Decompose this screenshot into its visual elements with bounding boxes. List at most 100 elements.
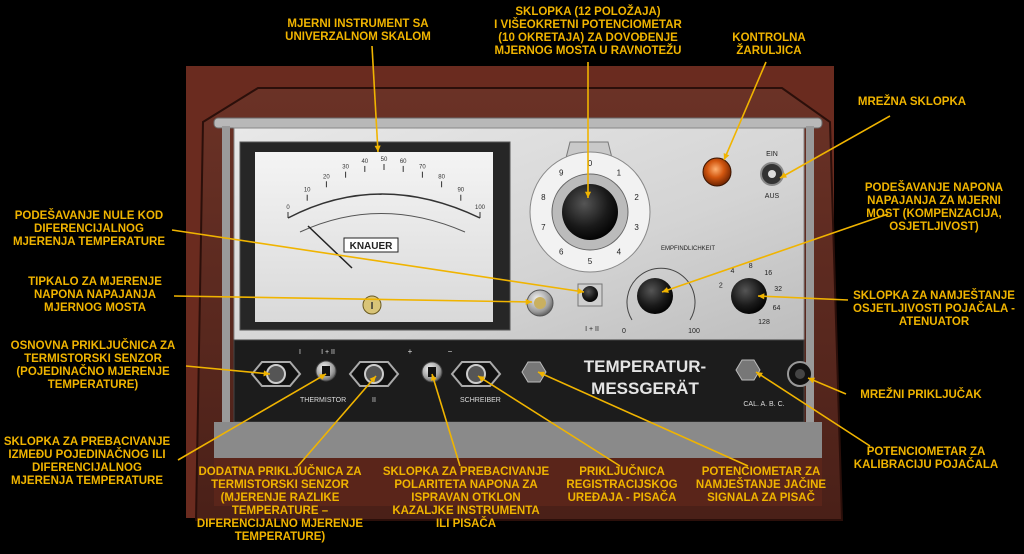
left-rail	[222, 126, 230, 506]
switch-off-label: AUS	[765, 193, 780, 200]
top-rail	[213, 117, 823, 129]
arrow-polarity-switch	[431, 373, 461, 467]
knauer-logo	[343, 237, 399, 253]
dial-number: 6	[559, 248, 564, 257]
ii-label: II	[372, 397, 376, 404]
dial-numbers: 0 1 2 3 4 5 6 7 8 9	[541, 159, 639, 266]
meter-tick-label: 10	[304, 188, 311, 194]
zero-adjust-knob[interactable]	[582, 286, 598, 302]
arrowhead-attenuator	[758, 293, 765, 300]
dial-number: 5	[588, 257, 593, 266]
dial-number: 8	[541, 193, 546, 202]
mains-switch-toggle	[768, 170, 776, 178]
arrowhead-polarity-switch	[430, 374, 437, 381]
mains-socket[interactable]	[787, 361, 813, 387]
dial-number: 3	[634, 223, 639, 232]
dial-number: 1	[617, 168, 622, 177]
dial-number: 0	[588, 159, 593, 168]
knauer-logo-text: KNAUER	[350, 241, 394, 252]
dial-number: 2	[634, 193, 639, 202]
sensitivity-min: 0	[622, 328, 626, 335]
switch-on-label: EIN	[766, 151, 778, 158]
meter-inner-arc	[299, 213, 466, 233]
main-sensor-socket[interactable]	[250, 361, 302, 387]
annotation-mains-switch: MREŽNA SKLOPKA	[857, 96, 967, 108]
arrow-mode-switch	[177, 373, 327, 461]
meter-range-button[interactable]	[362, 295, 382, 315]
arrow-lamp	[723, 61, 767, 161]
meter-tick-label: 60	[400, 159, 407, 165]
arrow-meter	[371, 45, 379, 153]
attenuator-value: 8	[749, 263, 753, 270]
meter-tick-label: 90	[457, 188, 464, 194]
meter-tick-label: 70	[419, 165, 426, 171]
panel-title-line1: TEMPERATUR-	[584, 357, 706, 376]
sensitivity-knob[interactable]	[637, 278, 673, 314]
arrowhead-recorder-pot	[538, 371, 545, 378]
dial-number: 9	[559, 168, 564, 177]
meter-tick-label: 30	[342, 165, 349, 171]
socket-label-1: I	[299, 349, 301, 356]
right-rail	[806, 126, 814, 506]
aux-sensor-socket[interactable]	[348, 361, 400, 387]
recorder-socket[interactable]	[450, 361, 502, 387]
control-lamp	[702, 157, 732, 187]
arrowhead-lamp	[723, 153, 730, 160]
arrowhead-supply-voltage	[662, 287, 669, 293]
meter-face	[255, 152, 493, 322]
arrow-aux-socket	[297, 375, 377, 467]
arrowhead-recorder-socket	[478, 376, 485, 382]
meter-range-button-label: I	[371, 301, 374, 312]
annotation-bridge-switch: SKLOPKA (12 POLOŽAJA)I VIŠEOKRETNI POTEN…	[494, 6, 682, 57]
polarity-mark: I + II	[585, 326, 599, 333]
arrowhead-zero-adjust	[577, 288, 584, 295]
thermistor-label: THERMISTOR	[300, 397, 346, 404]
cal-label: CAL. A. B. C.	[743, 401, 784, 408]
meter-needle	[307, 225, 353, 269]
dial-number: 4	[617, 248, 622, 257]
bridge-dial-knob[interactable]	[562, 184, 618, 240]
meter-tick-label: 40	[361, 159, 368, 165]
arrow-attenuator	[757, 295, 849, 301]
base-front	[214, 458, 822, 506]
attenuator-value: 2	[719, 283, 723, 290]
supply-test-button-cap	[534, 297, 546, 309]
arrowhead-main-socket	[263, 370, 270, 377]
connector-strip	[233, 339, 805, 423]
arrow-main-socket	[185, 365, 271, 375]
meter-tick-label: 80	[438, 174, 445, 180]
meter-scale-arc	[287, 193, 481, 219]
schreiber-label: SCHREIBER	[460, 397, 501, 404]
meter-tick-label: 50	[381, 157, 388, 163]
attenuator-value: 32	[774, 286, 782, 293]
meter-tick-label: 20	[323, 174, 330, 180]
meter-ticks: 0 10 20 30 40 50 60 70 80 90 100	[286, 157, 486, 218]
annotation-mains-socket: MREŽNI PRIKLJUČAK	[860, 389, 982, 401]
attenuator-value: 64	[773, 305, 781, 312]
attenuator-value: 16	[764, 270, 772, 277]
arrow-supply-button	[173, 295, 533, 303]
dial-number: 7	[541, 223, 546, 232]
arrowhead-cal-pot	[756, 372, 763, 378]
attenuator-knob[interactable]	[731, 278, 767, 314]
polarity-switch[interactable]	[421, 361, 443, 383]
recorder-level-pot[interactable]	[521, 361, 547, 383]
attenuator-value: 4	[731, 268, 735, 275]
arrow-zero-adjust	[171, 229, 585, 293]
calibration-pot[interactable]	[735, 359, 761, 381]
meter-tick-label: 100	[475, 205, 486, 211]
arrowhead-mains-switch	[780, 172, 787, 178]
arrow-mains-switch	[779, 115, 891, 179]
base-plate	[214, 422, 822, 458]
meter-tick-label: 0	[286, 205, 290, 211]
socket-label-3: +	[408, 347, 413, 356]
